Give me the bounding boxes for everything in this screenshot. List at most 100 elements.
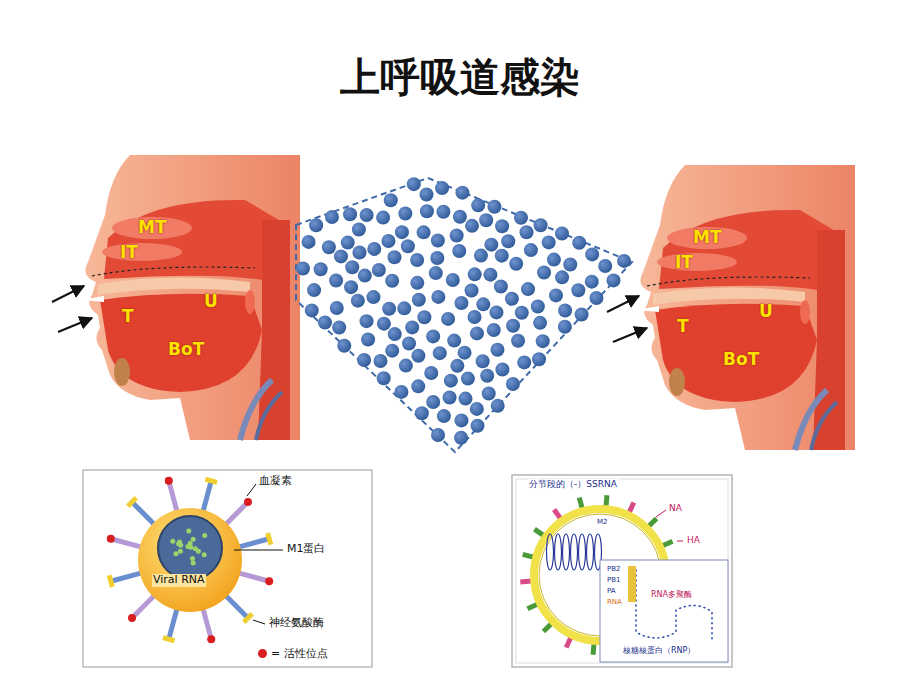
illustration-part bbox=[431, 290, 445, 304]
illustration-part bbox=[491, 399, 505, 413]
illustration-part bbox=[309, 218, 323, 232]
illustration-part bbox=[534, 218, 548, 232]
part-label: M2 bbox=[596, 518, 609, 526]
illustration-part bbox=[587, 534, 594, 570]
illustration-part bbox=[107, 535, 115, 543]
illustration-part bbox=[443, 391, 457, 405]
part-label: 分节段的（-）SSRNA bbox=[528, 479, 618, 489]
illustration-part bbox=[547, 253, 561, 267]
illustration-part bbox=[394, 385, 408, 399]
illustration-part bbox=[549, 288, 563, 302]
illustration-part bbox=[563, 534, 570, 570]
illustration-part bbox=[490, 343, 504, 357]
illustration-part bbox=[458, 346, 472, 360]
illustration-part bbox=[617, 254, 631, 268]
virus-panel bbox=[512, 475, 732, 667]
illustration-part bbox=[385, 344, 399, 358]
illustration-part bbox=[109, 575, 112, 587]
illustration-part bbox=[483, 268, 497, 282]
illustration-part bbox=[426, 395, 440, 409]
illustration-part bbox=[458, 392, 472, 406]
illustration-part bbox=[381, 234, 395, 248]
leader-line bbox=[656, 510, 666, 517]
illustration-part bbox=[402, 337, 416, 351]
illustration-part bbox=[203, 608, 211, 639]
rnp-chain bbox=[636, 570, 712, 640]
illustration-part bbox=[558, 320, 572, 334]
anatomy-label: BoT bbox=[723, 350, 759, 370]
viral-rna bbox=[170, 529, 207, 566]
illustration-part bbox=[344, 280, 358, 294]
illustration-part bbox=[509, 257, 523, 271]
illustration-part bbox=[329, 274, 343, 288]
illustration-part bbox=[170, 539, 175, 544]
illustration-part bbox=[268, 533, 271, 545]
illustration-part bbox=[225, 502, 248, 525]
illustration-part bbox=[382, 302, 396, 316]
illustration-part bbox=[511, 334, 525, 348]
illustration-part bbox=[461, 372, 475, 386]
illustration-part bbox=[521, 282, 535, 296]
illustration-part bbox=[360, 314, 374, 328]
illustration-part bbox=[407, 177, 421, 191]
legend-swatch bbox=[258, 649, 267, 658]
illustration-part bbox=[519, 225, 533, 239]
illustration-part bbox=[487, 323, 501, 337]
illustration-part bbox=[398, 206, 412, 220]
illustration-part bbox=[474, 249, 488, 263]
illustration-part bbox=[555, 227, 569, 241]
legend-text: = 活性位点 bbox=[271, 646, 328, 661]
part-label: PB2 bbox=[606, 565, 621, 573]
illustration-part bbox=[388, 327, 402, 341]
illustration-part bbox=[410, 276, 424, 290]
illustration-part bbox=[465, 283, 479, 297]
anatomy-label: MT bbox=[138, 218, 167, 238]
illustration-part bbox=[537, 266, 551, 280]
part-label: RNA bbox=[606, 598, 623, 606]
anatomy-label: T bbox=[122, 307, 134, 327]
head-illustration bbox=[607, 165, 855, 450]
illustration-part bbox=[585, 275, 599, 289]
part-label: PB1 bbox=[606, 576, 621, 584]
illustration-part bbox=[455, 186, 469, 200]
virus-core bbox=[158, 516, 222, 580]
illustration-part bbox=[575, 308, 589, 322]
illustration-part bbox=[395, 225, 409, 239]
illustration-part bbox=[452, 244, 466, 258]
illustration-part bbox=[454, 296, 468, 310]
illustration-part bbox=[444, 374, 458, 388]
illustration-part bbox=[435, 181, 449, 195]
illustration-part bbox=[531, 299, 545, 313]
illustration-part bbox=[495, 249, 509, 263]
illustration-part bbox=[202, 552, 207, 557]
illustration-part bbox=[420, 204, 434, 218]
illustration-part bbox=[205, 479, 217, 482]
illustration-part bbox=[417, 225, 431, 239]
illustration-part bbox=[417, 310, 431, 324]
illustration-part bbox=[322, 240, 336, 254]
illustration-part bbox=[470, 402, 484, 416]
illustration-part bbox=[132, 595, 155, 618]
illustration-part bbox=[163, 638, 175, 641]
illustration-part bbox=[470, 326, 484, 340]
illustration-part bbox=[360, 208, 374, 222]
illustration-part bbox=[471, 419, 485, 433]
illustration-part bbox=[178, 549, 183, 554]
part-label: 血凝素 bbox=[258, 475, 293, 488]
part-label: PA bbox=[606, 587, 617, 595]
illustration-part bbox=[563, 258, 577, 272]
leader-line bbox=[677, 541, 683, 542]
illustration-part bbox=[307, 283, 321, 297]
illustration-part bbox=[467, 310, 481, 324]
part-label: HA bbox=[686, 535, 701, 545]
illustration-part bbox=[128, 498, 136, 506]
illustration-part bbox=[193, 546, 198, 551]
illustration-part bbox=[302, 235, 316, 249]
illustration-part bbox=[501, 234, 515, 248]
illustration-part bbox=[479, 213, 493, 227]
illustration-part bbox=[424, 366, 438, 380]
illustration-part bbox=[437, 409, 451, 423]
illustration-part bbox=[415, 406, 429, 420]
illustration-part bbox=[606, 273, 620, 287]
